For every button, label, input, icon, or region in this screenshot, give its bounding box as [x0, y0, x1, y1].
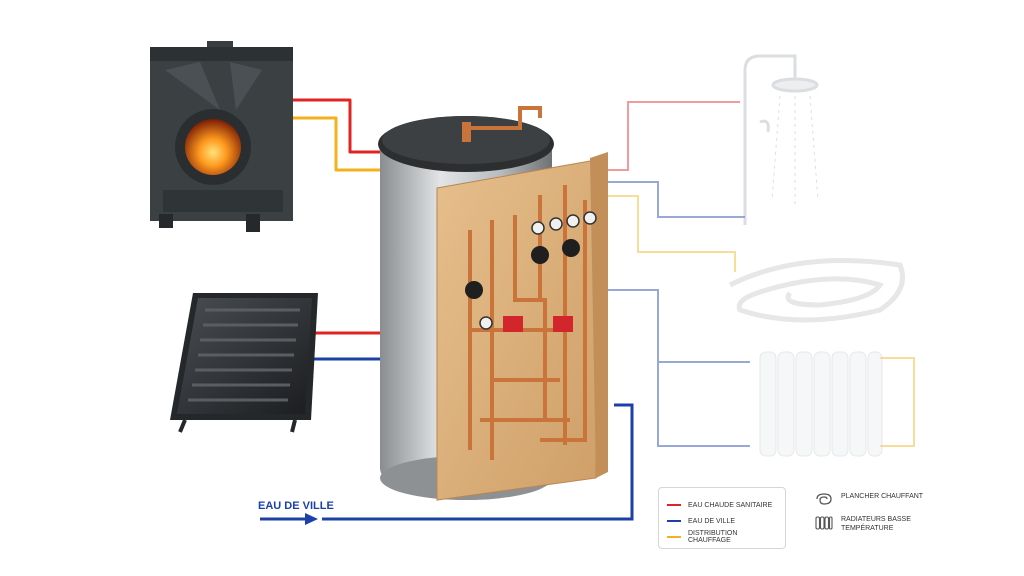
legend-line-heating: [667, 536, 681, 538]
valves: [465, 239, 580, 299]
city-water-arrow-icon: [305, 513, 318, 525]
legend-line-hot-water: [667, 504, 681, 506]
stove-pipes: [292, 98, 382, 172]
copper-piping: [468, 185, 587, 460]
spiral-floor-heating-icon: [816, 493, 832, 505]
radiator-heat-pipe: [880, 357, 915, 447]
legend-item-floor-heating: PLANCHER CHAUFFANT: [815, 492, 945, 506]
legend-label: RADIATEURS BASSE TEMPÉRATURE: [841, 516, 911, 532]
radiator: [759, 351, 883, 457]
floor-heating-pipe: [608, 195, 736, 272]
radiator-supply-pipe: [608, 289, 750, 363]
wood-stove: [150, 41, 293, 232]
legend-item-city-water: EAU DE VILLE: [667, 513, 777, 529]
stove-return-pipe: [292, 116, 382, 172]
shower-hot-pipe: [608, 101, 740, 171]
distribution-pipes: [608, 101, 915, 447]
floor-heating-coil: [728, 258, 905, 323]
pipe-legend: EAU CHAUDE SANITAIRE EAU DE VILLE DISTRI…: [658, 487, 786, 549]
legend-label: DISTRIBUTION CHAUFFAGE: [688, 530, 738, 544]
legend-label: EAU DE VILLE: [688, 517, 736, 525]
city-water-label: EAU DE VILLE: [258, 500, 334, 512]
legend-item-radiators: RADIATEURS BASSE TEMPÉRATURE: [815, 515, 945, 533]
radiator-icon: [815, 516, 833, 530]
legend-item-heating: DISTRIBUTION CHAUFFAGE: [667, 529, 777, 545]
gauges: [479, 211, 597, 330]
pumps: [503, 316, 573, 332]
solar-pipes: [313, 331, 382, 361]
legend-item-hot-water: EAU CHAUDE SANITAIRE: [667, 497, 777, 513]
city-water-pipe: [260, 403, 634, 525]
solar-collector: [170, 293, 318, 433]
radiator-return-pipe: [657, 362, 750, 447]
hydraulic-panel: [436, 152, 608, 501]
stove-hot-pipe: [292, 98, 382, 154]
legend-label: PLANCHER CHAUFFANT: [841, 493, 924, 500]
shower-cold-pipe: [608, 181, 745, 218]
shower: [743, 54, 819, 225]
legend-line-city-water: [667, 520, 681, 522]
equipment-legend: PLANCHER CHAUFFANT RADIATEURS BASSE TEMP…: [815, 492, 945, 542]
legend-label: EAU CHAUDE SANITAIRE: [688, 501, 773, 509]
